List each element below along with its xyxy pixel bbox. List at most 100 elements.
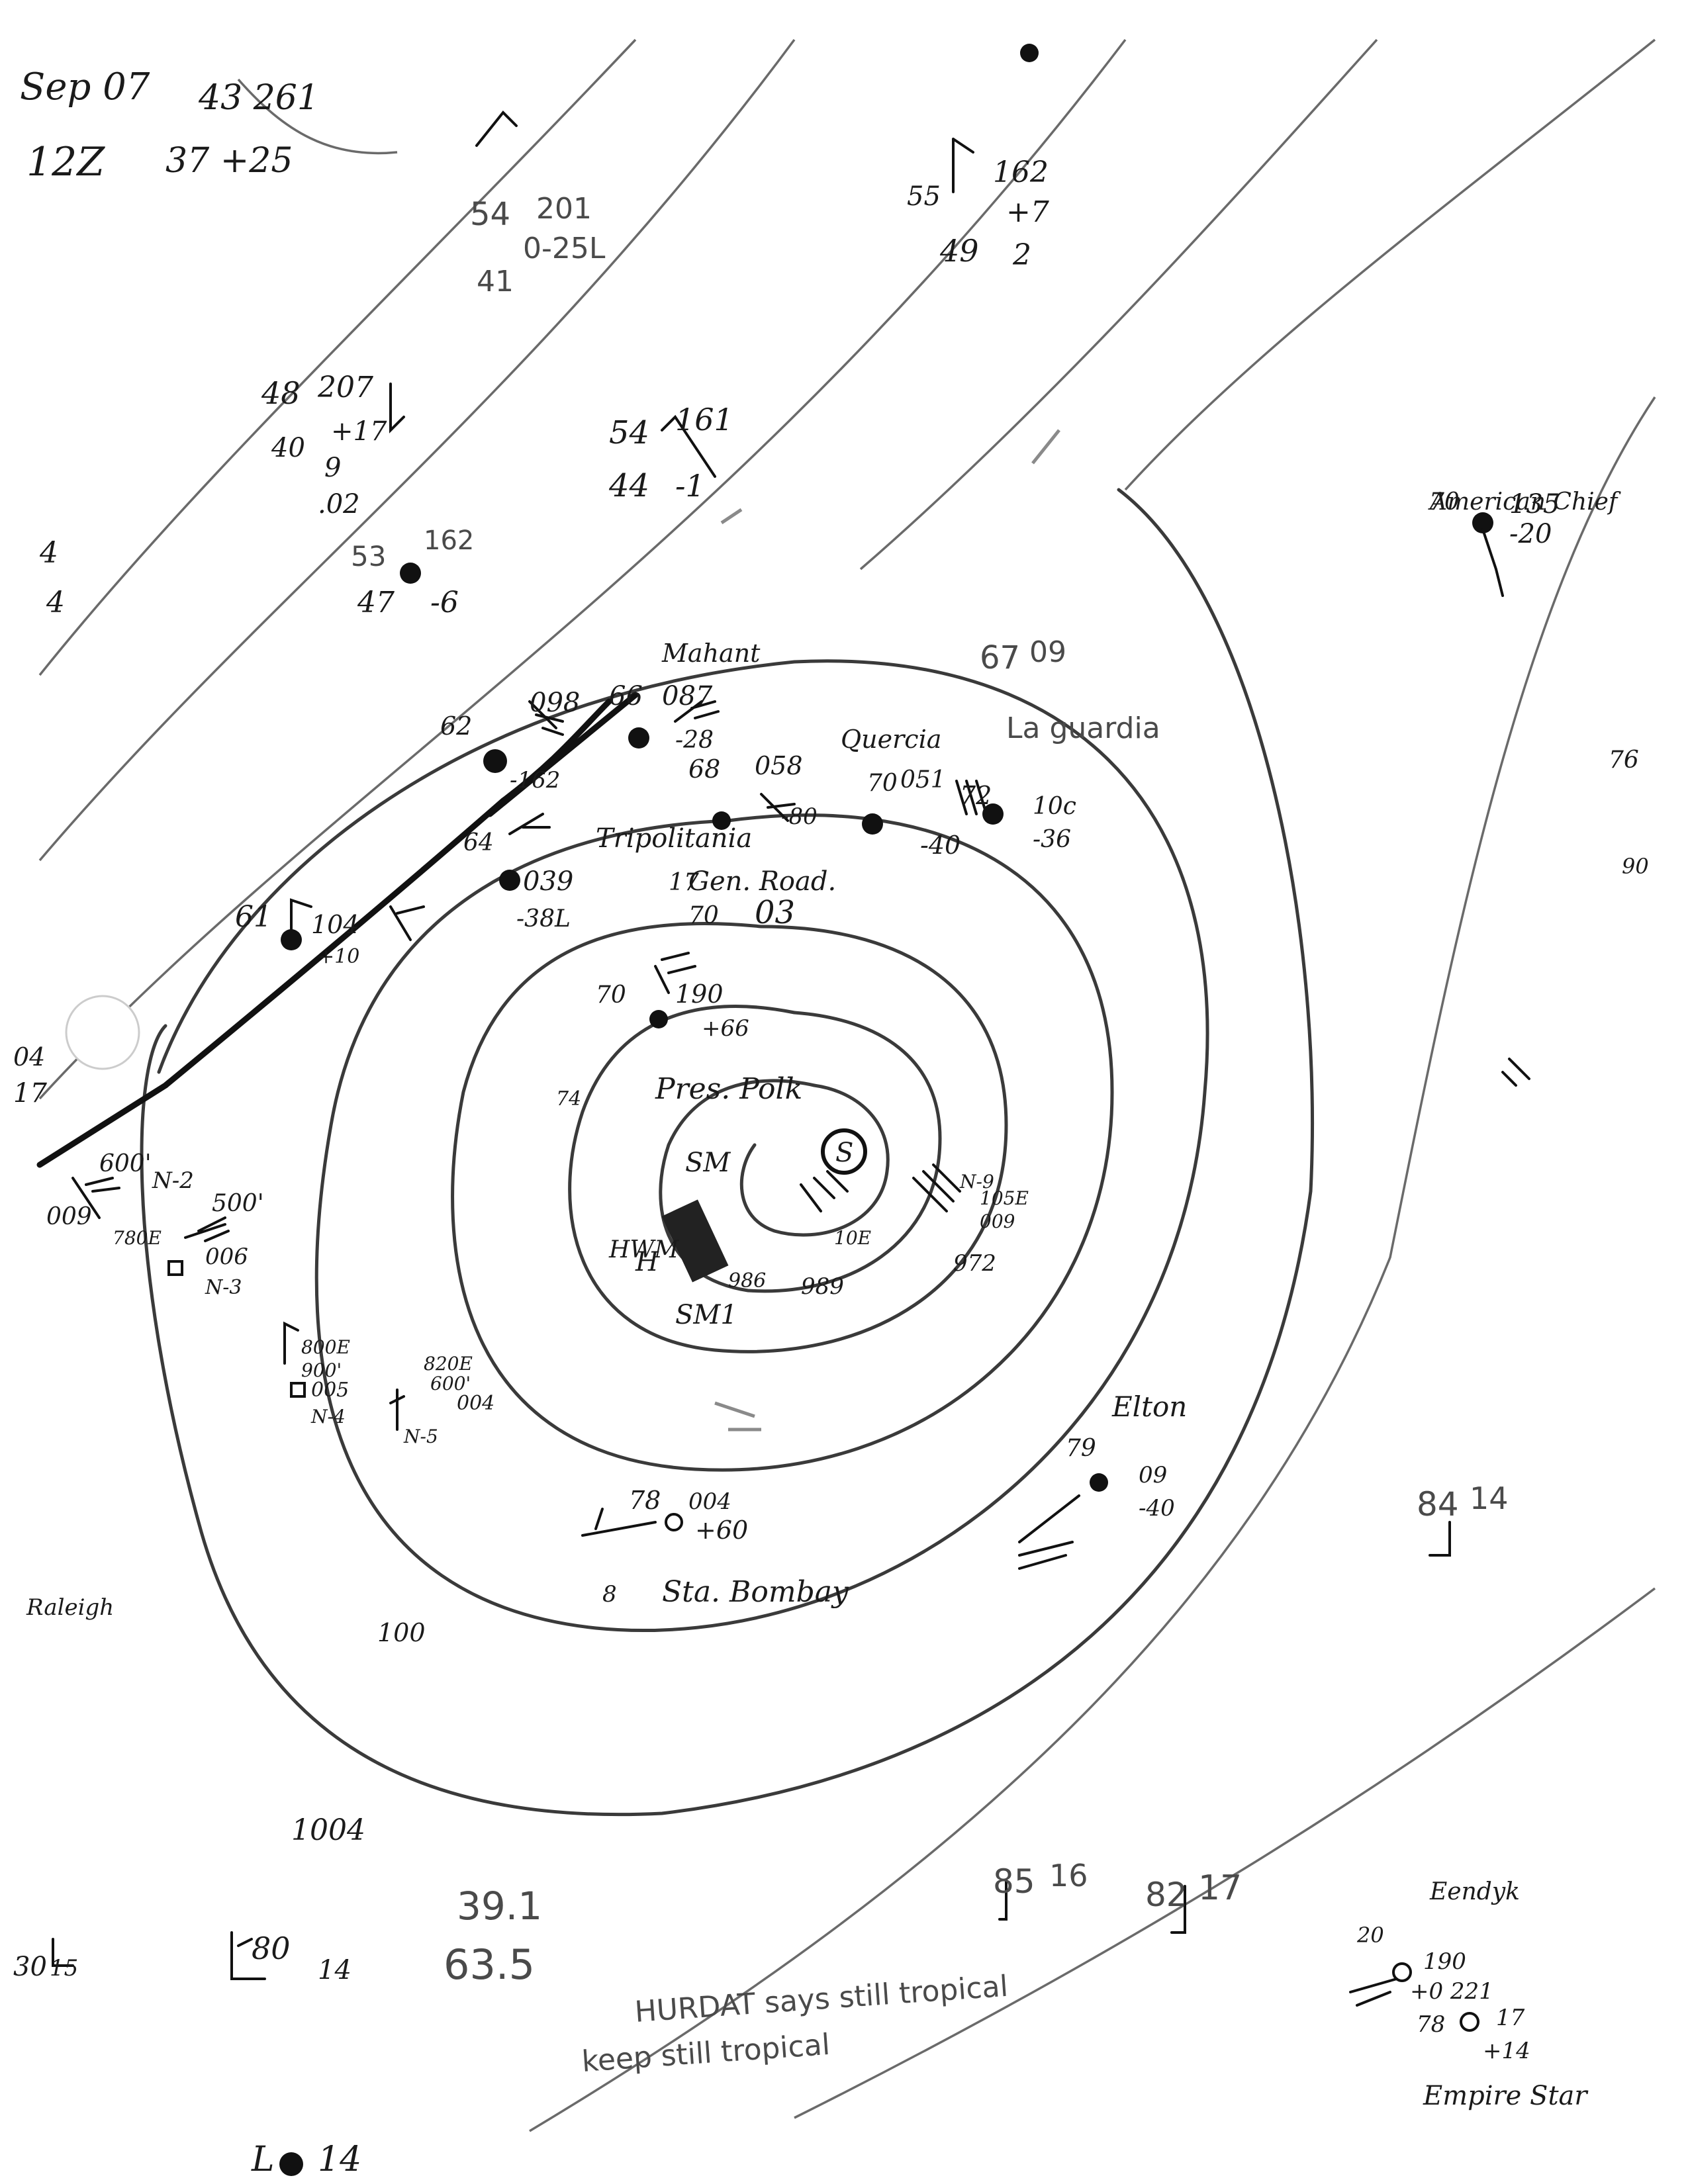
- station-direction: 780E: [113, 1227, 162, 1249]
- station-temp: 70: [867, 770, 898, 797]
- station-pressure: 039: [523, 866, 573, 897]
- station-temp: 72: [960, 781, 992, 810]
- station-pressure: 190: [1423, 1948, 1466, 1975]
- station-temp: 70: [596, 981, 626, 1009]
- closed-isobars: [140, 488, 1315, 1817]
- station-temp: 78: [1417, 2011, 1445, 2038]
- center-pressure-1: 986: [728, 1269, 766, 1293]
- station-precip: .02: [318, 489, 360, 520]
- station-dot: [628, 727, 649, 749]
- latitude: 39.1: [457, 1884, 542, 1929]
- station-pressure: 006: [205, 1244, 248, 1270]
- sm1-label: SM1: [675, 1300, 737, 1330]
- station-temp: 54: [470, 196, 510, 233]
- station-temp: 84: [1417, 1485, 1459, 1524]
- station-dewpoint: 47: [357, 586, 395, 619]
- station-dot: [499, 870, 520, 891]
- edge-text: 17: [13, 1078, 47, 1109]
- station-tendency: 0-25L: [523, 232, 606, 265]
- map-date: Sep 07: [20, 66, 150, 109]
- station-open: [290, 1382, 306, 1398]
- station-extra: 70: [688, 902, 719, 929]
- center-direction-2: 105E: [980, 1187, 1029, 1209]
- header-obs-bottom: 37 +25: [165, 141, 293, 181]
- station-pressure: 135: [1509, 489, 1560, 520]
- station-name: American Chief: [1428, 488, 1621, 516]
- station-dewpoint: 41: [477, 265, 514, 298]
- edge-text: 76: [1609, 747, 1639, 774]
- station-pressure: 17: [1198, 1868, 1242, 1908]
- station-dot: [1472, 512, 1493, 533]
- station-height: 600': [430, 1373, 471, 1394]
- station-name: Sta. Bombay: [662, 1575, 849, 1609]
- note-hurdat: HURDAT says still tropical: [633, 1970, 1009, 2029]
- center-direction-1: 10E: [834, 1227, 871, 1249]
- station-pressure: 16: [1049, 1858, 1088, 1893]
- wind-barbs: [52, 111, 1530, 2007]
- center-n9: N-9: [959, 1171, 994, 1193]
- edge-text: 90: [1622, 854, 1649, 879]
- station-open: [1460, 2012, 1479, 2032]
- station-pressure: 098: [530, 688, 580, 718]
- station-temp: 78: [629, 1486, 661, 1515]
- station-pressure: 004: [457, 1392, 494, 1415]
- edge-station-name: Raleigh: [26, 1594, 114, 1621]
- station-pressure: 15: [50, 1955, 78, 1981]
- station-pressure: 14: [318, 2140, 361, 2179]
- station-height: 900': [301, 1359, 342, 1381]
- isobar-label: 100: [377, 1618, 426, 1647]
- longitude: 63.5: [444, 1940, 535, 1989]
- station-pressure: 051: [900, 766, 946, 794]
- station-direction: 820E: [424, 1353, 473, 1375]
- station-pressure: 004: [688, 1488, 731, 1515]
- station-pressure: 09: [1139, 1462, 1167, 1488]
- station-name: Pres. Polk: [655, 1072, 802, 1106]
- edge-text: 4: [39, 536, 58, 570]
- station-dewpoint: 40: [271, 433, 305, 463]
- station-dot: [279, 2152, 303, 2176]
- station-temp: 48: [261, 375, 301, 411]
- station-tendency: -20: [1509, 519, 1552, 549]
- station-tendency: -36: [1033, 826, 1071, 853]
- station-temp: 55: [907, 181, 941, 212]
- note-keep: keep still tropical: [581, 2028, 831, 2079]
- station-tendency: +10: [318, 945, 359, 968]
- center-pressure-2: 989: [801, 1273, 844, 1300]
- station-height: 500': [212, 1190, 264, 1217]
- station-tendency: +66: [702, 1015, 749, 1042]
- station-dot: [1020, 44, 1039, 62]
- station-pressure: 03: [755, 894, 795, 931]
- station-temp: 74: [556, 1087, 581, 1111]
- station-tendency: -1: [675, 468, 705, 504]
- center-code: 009: [980, 1210, 1015, 1232]
- station-tendency: -28: [675, 727, 714, 754]
- sm-label: SM: [685, 1148, 731, 1178]
- header-obs-top: 43 261: [198, 78, 319, 118]
- station-name: Gen. Road.: [688, 866, 836, 897]
- station-temp: 20: [1356, 1923, 1384, 1948]
- station-pressure: 17: [1496, 2005, 1525, 2031]
- station-dewpoint: 44: [608, 467, 649, 504]
- station-direction: 800E: [301, 1336, 350, 1358]
- station-name: N-2: [152, 1167, 194, 1194]
- station-temp: 85: [993, 1862, 1035, 1901]
- station-name: N-3: [205, 1276, 242, 1299]
- station-tendency: -6: [430, 586, 459, 619]
- station-pressure: 162: [993, 156, 1049, 189]
- edge-text: 04: [13, 1042, 45, 1071]
- station-temp: 53: [351, 540, 386, 572]
- station-pressure: 162: [424, 525, 474, 556]
- station-temp: 30: [13, 1952, 47, 1982]
- station-name: Empire Star: [1423, 2081, 1589, 2111]
- storm-center-ring: [821, 1128, 867, 1175]
- station-pressure: 10c: [1033, 793, 1076, 820]
- station-pressure: 190: [675, 979, 724, 1009]
- station-extra: 9: [324, 453, 341, 483]
- station-label: L: [251, 2140, 275, 2179]
- station-pressure: 009: [46, 1203, 92, 1230]
- station-markers: [167, 44, 1493, 2176]
- station-pressure: 09: [1029, 635, 1066, 669]
- outer-isobars: [38, 38, 1656, 2132]
- station-pressure: 104: [311, 910, 359, 939]
